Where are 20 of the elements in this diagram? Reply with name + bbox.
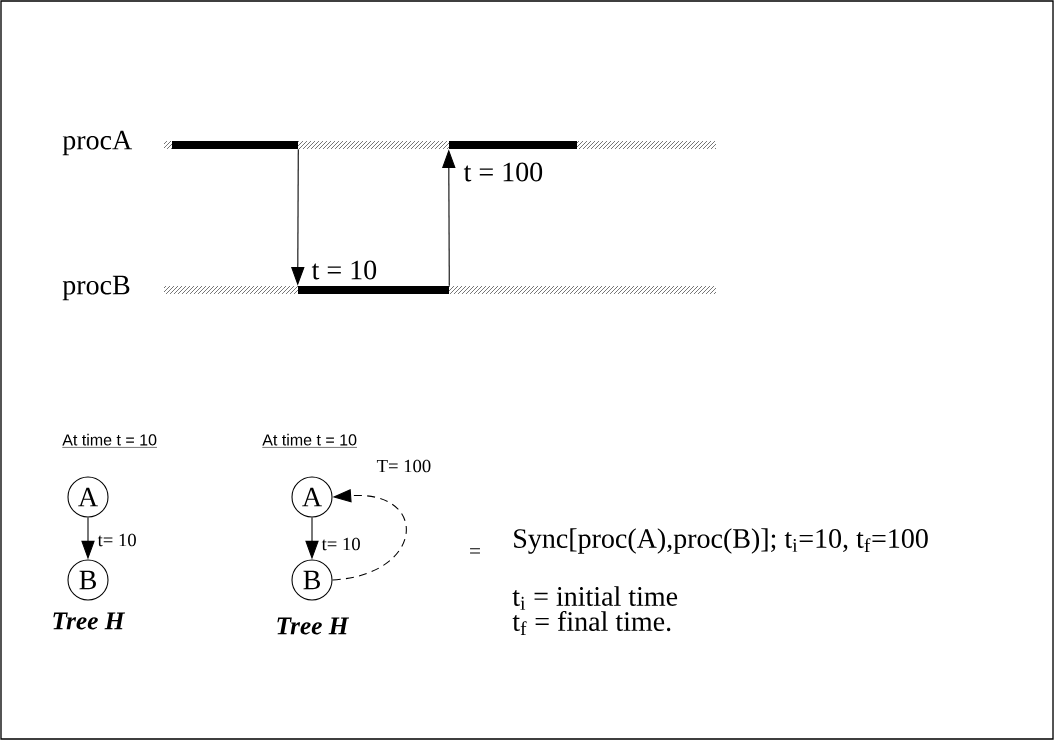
edge-label: t= 10: [321, 537, 360, 551]
equals-sign: =: [470, 548, 480, 554]
edge-label: t = 10: [311, 260, 377, 280]
tree-node: B: [67, 559, 109, 601]
activity-bar: [172, 141, 298, 149]
tree-node: A: [67, 476, 109, 518]
formula-text: Sync[proc(A),proc(B)]; t$_{i}$=10, t$_{f}$=100: [514, 528, 928, 554]
edge-label: t = 100: [463, 162, 543, 182]
tree-node: A: [291, 476, 333, 518]
tree-caption: Tree H: [277, 617, 350, 635]
process-name: procA: [62, 130, 133, 156]
tree-node: B: [291, 559, 333, 601]
edge-label: t= 10: [97, 533, 136, 547]
time-heading: At time t = 10: [62, 433, 158, 448]
time-heading: At time t = 10: [262, 433, 358, 448]
definition-text: t$_{f}$ = final time.: [512, 611, 671, 635]
definition-text: t$_{i}$ = initial time: [512, 586, 678, 610]
process-name: procB: [62, 275, 130, 301]
tree-caption: Tree H: [53, 612, 126, 630]
edge-label: T= 100: [376, 459, 431, 473]
